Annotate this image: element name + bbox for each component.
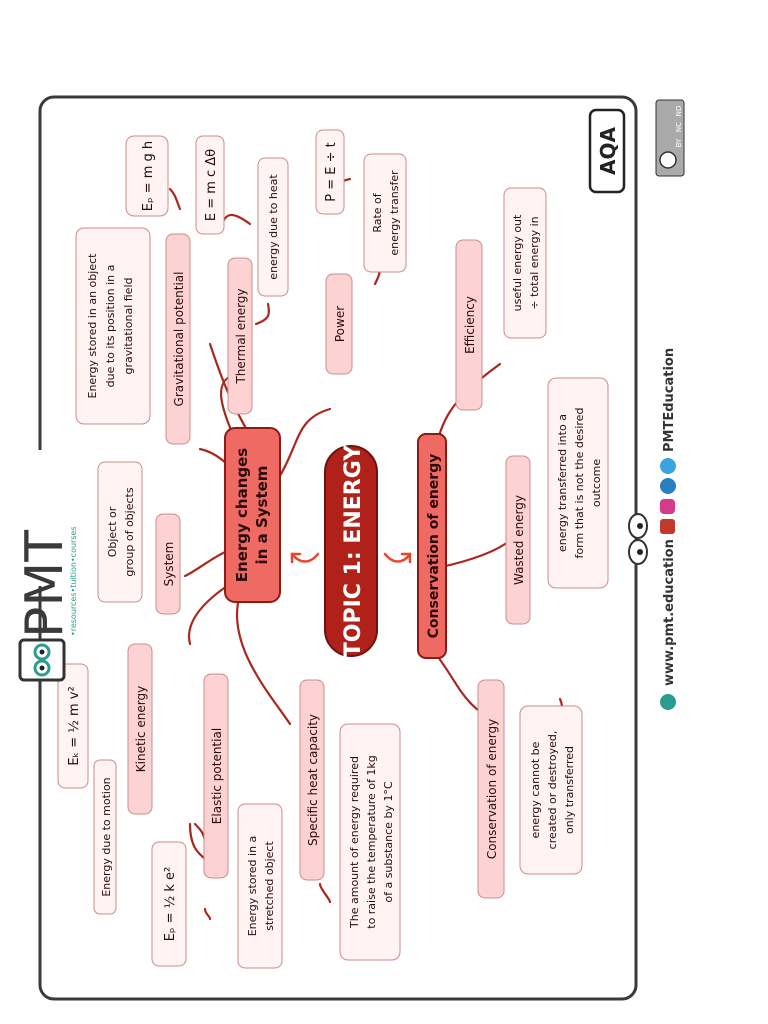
thermal-formula: E = m c Δθ	[204, 149, 219, 221]
elastic-formula-box	[151, 841, 187, 967]
power-def-line1: Rate of	[371, 192, 384, 232]
conservation-def-line3: only transferred	[563, 746, 576, 834]
facebook-icon[interactable]	[660, 478, 676, 494]
efficiency-def-line2: ÷ total energy in	[528, 216, 541, 309]
conservation-def-line2: created or destroyed,	[546, 731, 559, 850]
conservation-sub-label: Conservation of energy	[485, 719, 499, 859]
elastic-formula: Eₚ = ½ k e²	[163, 867, 178, 942]
gravitational-def-line3: gravitational field	[122, 278, 135, 375]
specific-heat-box	[299, 679, 325, 881]
elastic-def-line1: Energy stored in a	[246, 836, 259, 937]
power-box	[325, 273, 353, 375]
footer-backdrop	[642, 304, 682, 724]
elastic-box	[203, 673, 229, 879]
wasted-box	[505, 455, 531, 625]
conservation-main-box	[417, 433, 447, 659]
wasted-label: Wasted energy	[512, 495, 526, 585]
kinetic-box	[127, 643, 153, 815]
kinetic-formula: Eₖ = ½ m v²	[67, 686, 82, 765]
bidirectional-arrows	[290, 552, 412, 564]
elastic-def-box	[237, 803, 283, 969]
thermal-label: Thermal energy	[234, 288, 248, 384]
efficiency-def-box	[503, 187, 547, 339]
logo-backdrop	[6, 450, 66, 586]
mascot-eyes-icon	[628, 513, 648, 565]
wasted-def-line2: form that is not the desired	[573, 408, 586, 559]
thermal-def-line1: energy due to heat	[267, 174, 280, 280]
pmt-logo-text: PMT	[15, 530, 75, 638]
specific-heat-def-box	[339, 723, 401, 961]
pmt-tagline: •resources•tuition•courses	[69, 526, 78, 636]
kinetic-formula-box	[57, 663, 89, 789]
conservation-def-box	[519, 705, 583, 875]
aqa-badge	[588, 108, 626, 194]
central-topic-title: TOPIC 1: ENERGY	[341, 444, 366, 658]
power-def-line2: energy transfer	[388, 170, 401, 256]
gravitational-box	[165, 233, 191, 445]
specific-heat-def-line1: The amount of energy required	[348, 756, 361, 929]
system-def-line2: group of objects	[123, 487, 136, 576]
thermal-box	[227, 257, 253, 415]
cursor-icon	[660, 694, 676, 710]
efficiency-box	[455, 239, 483, 411]
system-label: System	[162, 542, 176, 587]
conservation-main-label: Conservation of energy	[426, 454, 442, 639]
elastic-def-line2: stretched object	[263, 841, 276, 931]
specific-heat-def-line3: of a substance by 1°C	[382, 781, 395, 903]
power-label: Power	[333, 306, 347, 342]
social-handle[interactable]: PMTEducation	[662, 348, 677, 452]
efficiency-label: Efficiency	[463, 296, 477, 354]
thermal-def-box	[257, 157, 289, 297]
gravitational-label: Gravitational potential	[172, 272, 186, 407]
central-topic-box	[324, 445, 378, 657]
specific-heat-label: Specific heat capacity	[306, 714, 320, 846]
efficiency-def-line1: useful energy out	[511, 214, 524, 311]
kinetic-label: Kinetic energy	[134, 686, 148, 772]
kinetic-def-line1: Energy due to motion	[100, 777, 113, 896]
energy-changes-line1: Energy changes	[233, 448, 251, 583]
license-nd: ND	[675, 106, 683, 117]
gravitational-def-line1: Energy stored in an object	[86, 253, 99, 399]
gravitational-formula-box	[125, 135, 169, 217]
gravitational-formula: Eₚ = m g h	[141, 141, 156, 211]
system-def-line1: Object or	[106, 506, 119, 557]
twitter-icon[interactable]	[660, 458, 676, 474]
specific-heat-def-line2: to raise the temperature of 1kg	[365, 755, 378, 929]
kinetic-def-box	[93, 759, 117, 915]
energy-changes-line2: in a System	[253, 466, 271, 565]
power-formula-box	[315, 129, 345, 215]
energy-changes-box	[224, 427, 281, 603]
wasted-def-box	[547, 377, 609, 589]
website-link[interactable]: www.pmt.education	[662, 539, 677, 686]
instagram-icon[interactable]	[660, 499, 675, 514]
rotated-content: TOPIC 1: ENERGY Energy changes in a Syst…	[6, 99, 685, 969]
wasted-def-line3: outcome	[590, 459, 603, 508]
wasted-def-line1: energy transferred into a	[556, 414, 569, 552]
system-def-box	[97, 461, 143, 603]
power-formula: P = E ÷ t	[324, 142, 339, 201]
system-box	[155, 513, 181, 615]
power-def-box	[363, 153, 407, 273]
elastic-label: Elastic potential	[210, 728, 224, 824]
cc-license-badge: BY NC ND	[655, 99, 685, 177]
aqa-label: AQA	[596, 127, 620, 175]
gravitational-def-box	[75, 227, 151, 425]
conservation-sub-box	[477, 679, 505, 899]
social-icons	[660, 458, 676, 534]
thermal-formula-box	[195, 135, 225, 235]
gravitational-def-line2: due to its position in a	[104, 265, 117, 388]
conservation-def-line1: energy cannot be	[529, 741, 542, 838]
youtube-icon[interactable]	[660, 519, 675, 534]
license-by: BY	[675, 138, 683, 147]
license-nc: NC	[675, 122, 683, 132]
pmt-logo-icon	[18, 638, 66, 682]
